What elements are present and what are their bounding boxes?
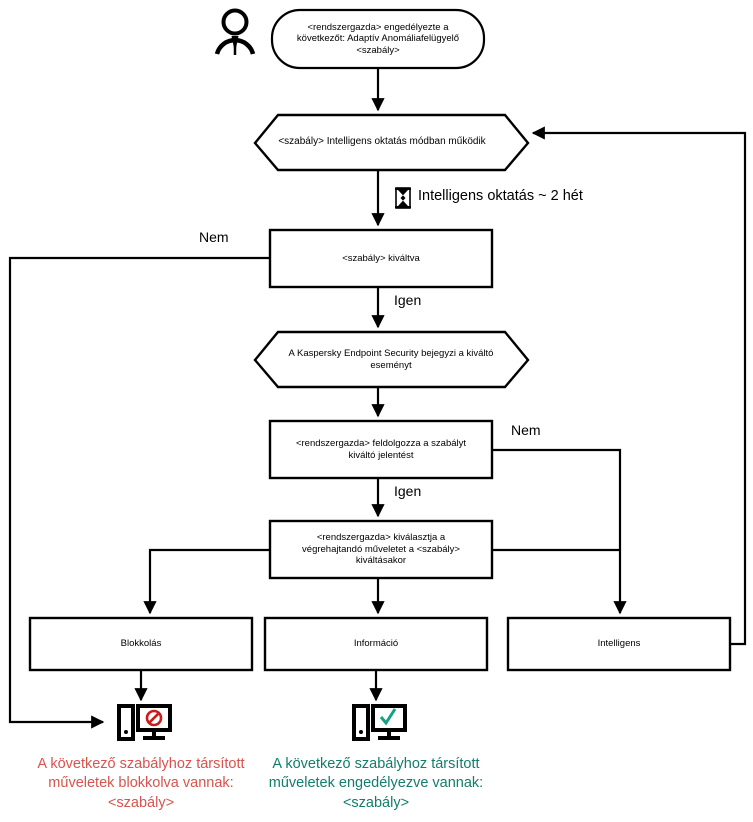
node-smart-training-shape: [253, 113, 530, 172]
outcome-allowed-caption: A következő szabályhoz társított művelet…: [268, 756, 484, 811]
node-admin-report-shape: [268, 419, 494, 480]
node-action-smart-shape: [506, 616, 732, 672]
edge-smart-loopback: [531, 126, 747, 646]
edge-label-triggered-no: Nem: [199, 229, 229, 245]
edge-triggered-no: [8, 256, 270, 729]
edge-label-triggered-yes: Igen: [394, 292, 422, 308]
node-admin-action-shape: [268, 519, 494, 580]
edge-label-report-yes: Igen: [394, 483, 422, 499]
computer-blocked-icon: [117, 704, 172, 741]
person-icon: [214, 8, 256, 55]
node-kes-logs-shape: [253, 330, 530, 389]
node-action-info-shape: [263, 616, 489, 672]
edge-label-report-no: Nem: [511, 422, 541, 438]
wait-note-label: Intelligens oktatás ~ 2 hét: [418, 188, 583, 204]
node-rule-triggered-shape: [268, 228, 494, 289]
hourglass-icon: [395, 187, 411, 209]
node-start-shape: [270, 8, 486, 70]
computer-allowed-icon: [352, 704, 407, 741]
edge-report-no: [492, 448, 627, 615]
outcome-blocked-caption: A következő szabályhoz társított művelet…: [37, 756, 245, 811]
edge-action-to-block: [143, 548, 270, 615]
node-action-block-shape: [28, 616, 254, 672]
